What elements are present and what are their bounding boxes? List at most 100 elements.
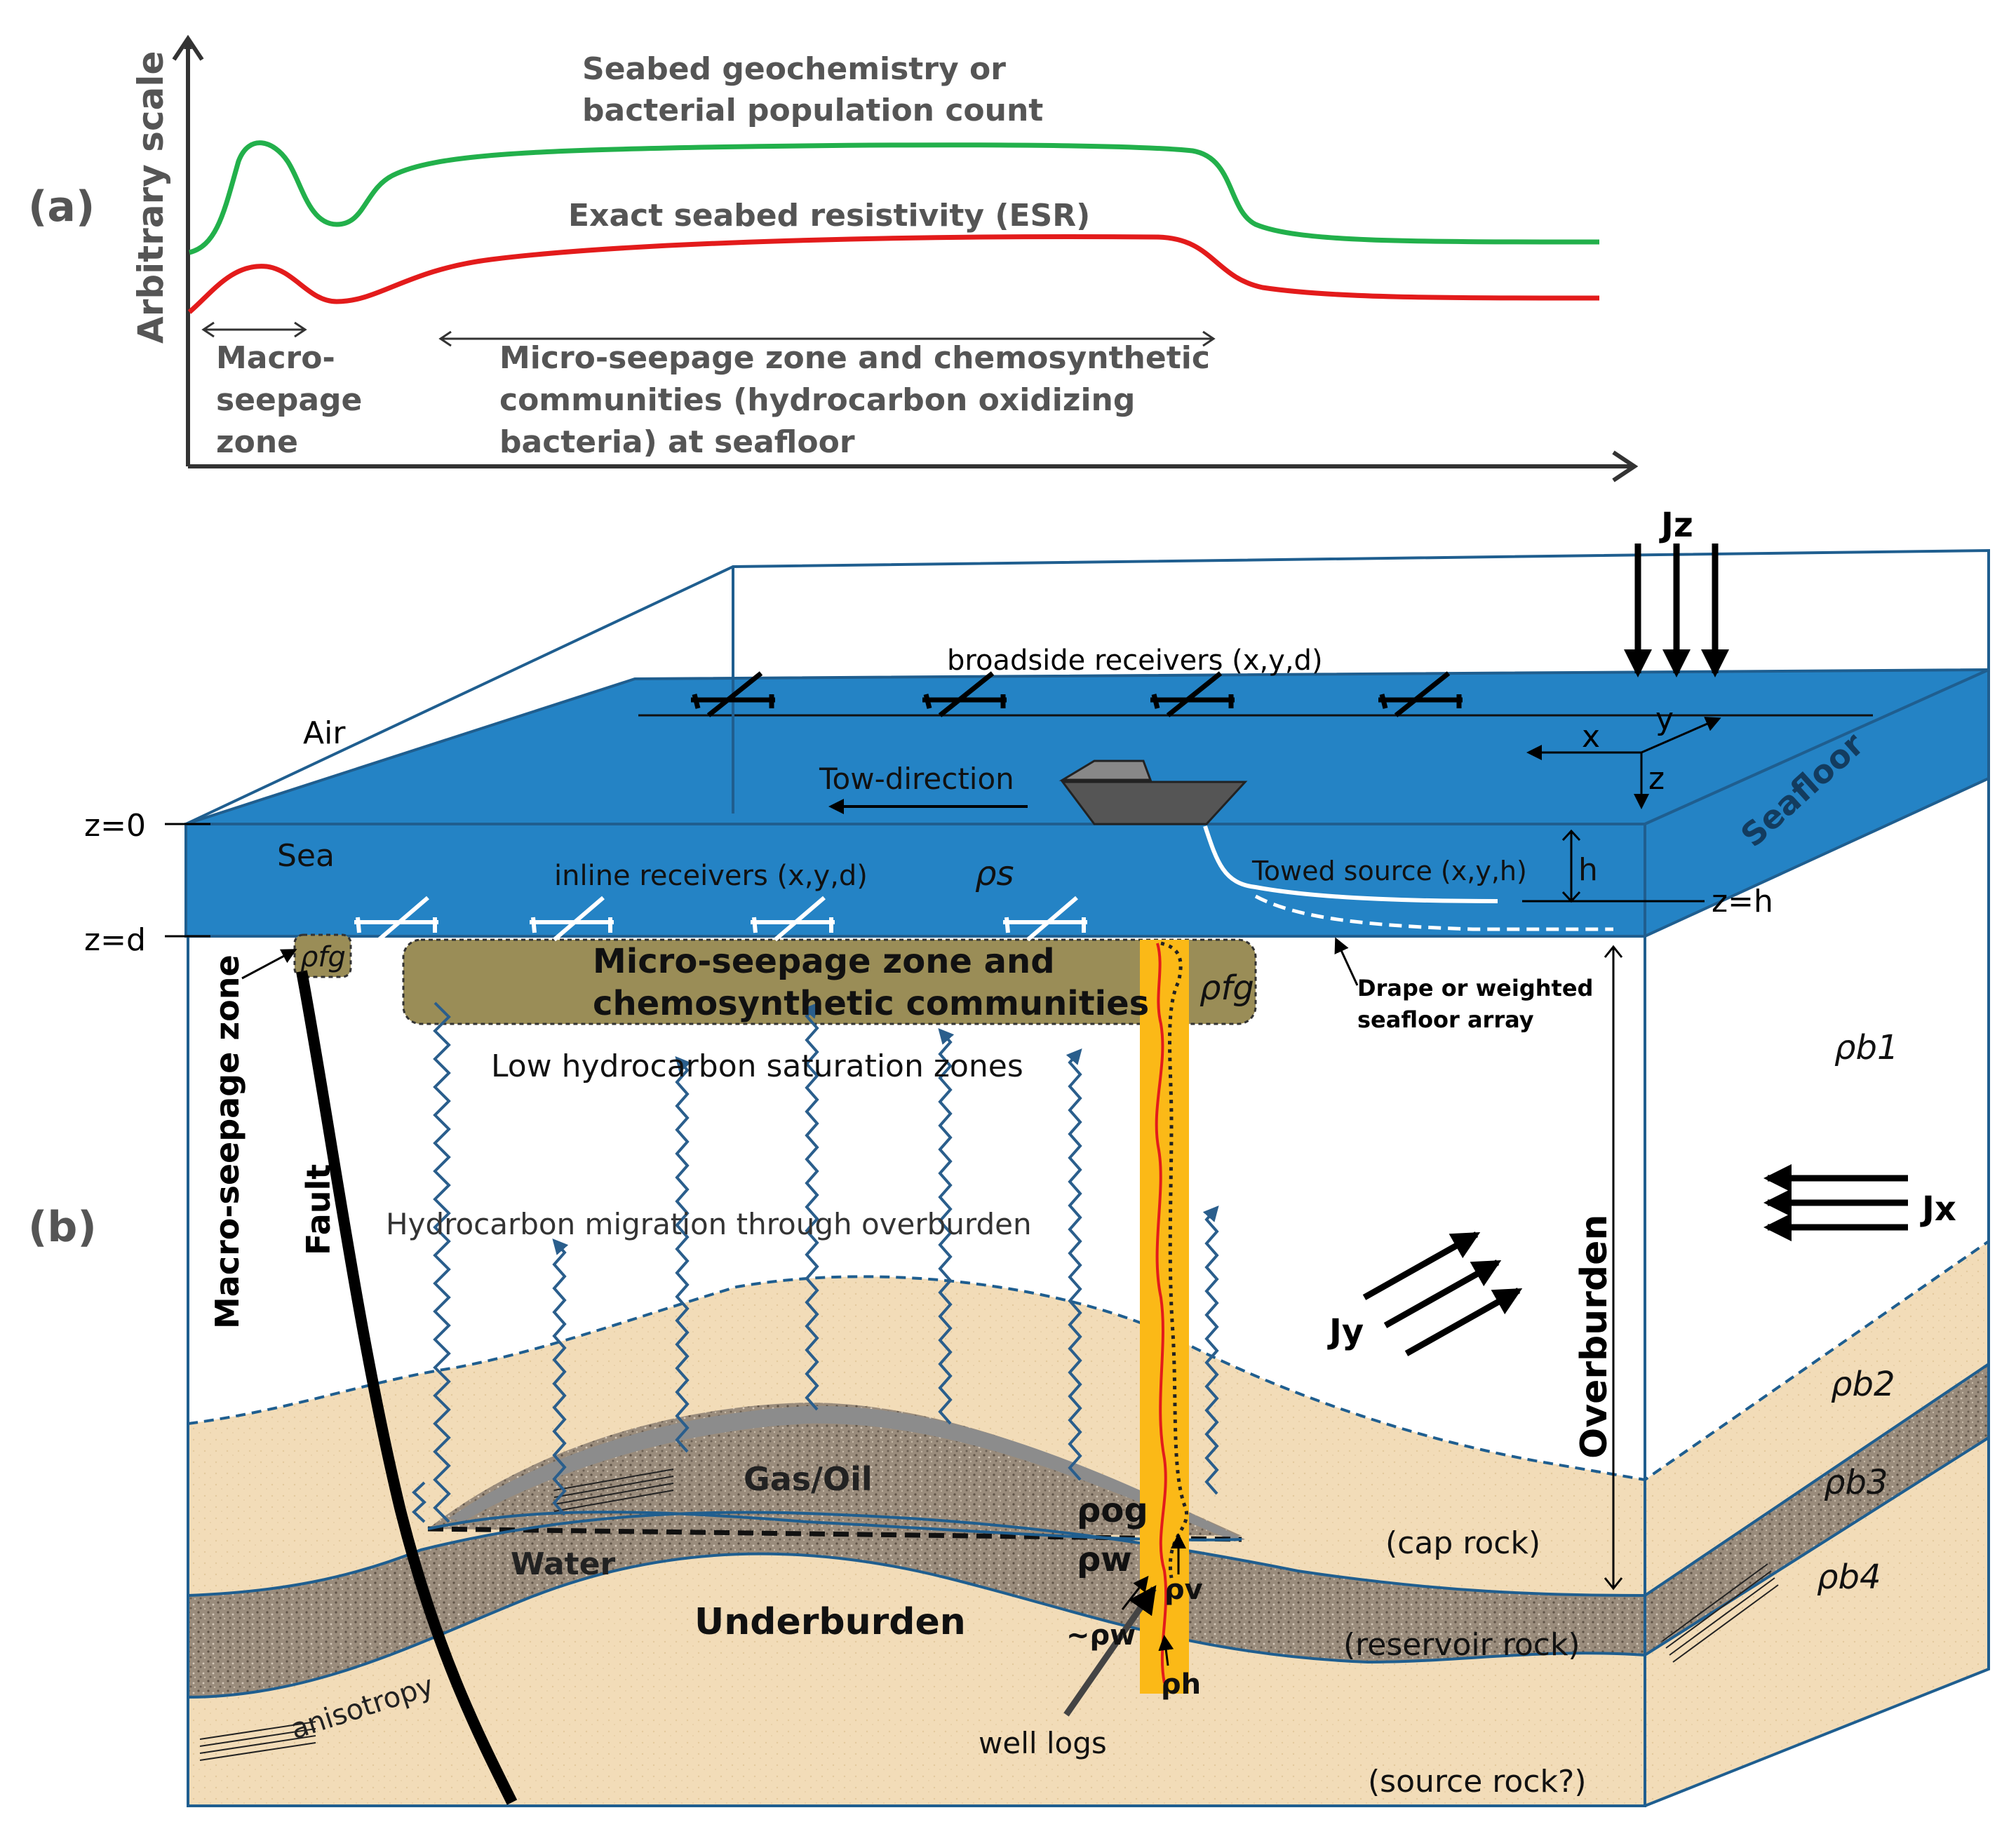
z0-label: z=0 [84,808,146,844]
rho-h-label: ρh [1161,1668,1201,1701]
rho-fg-pointer [241,949,297,980]
micro-zone-label-1: Micro-seepage zone and [593,942,1055,981]
broadside-receiver [922,671,1007,717]
axis-z-label: z [1648,761,1665,797]
panel-a-y-arrowhead [172,34,204,61]
green-curve-label-2: bacterial population count [582,93,1043,128]
reservoir-layer [188,1512,1645,1697]
migration-label: Hydrocarbon migration through overburden [386,1207,1032,1241]
green-curve [188,140,1600,255]
panel-a: (a) Arbitrary scale Seabed geochemistry … [28,34,1639,482]
inline-receiver [1003,896,1087,942]
tow-direction-label: Tow-direction [819,762,1014,796]
rho-fg-left-label: ρfg [300,941,346,973]
air-label: Air [303,715,346,751]
inline-label: inline receivers (x,y,d) [554,860,868,892]
zd-label: z=d [84,922,146,958]
well-logs-label: well logs [979,1726,1107,1760]
rho-og-label: ρog [1077,1491,1148,1530]
rho-fg-right-label: ρfg [1199,969,1254,1008]
sea-front [184,823,1646,938]
reservoir-rock-label: (reservoir rock) [1343,1627,1580,1663]
jy-label: Jy [1327,1312,1364,1351]
reservoir-layer-side [1645,1364,1989,1655]
migration-path [552,1239,569,1516]
well-log-red [1155,943,1168,1684]
fault-line [296,970,518,1805]
axis-x-label: x [1582,719,1600,755]
drape-array [1254,894,1613,931]
sea-side [1644,667,1990,939]
broadside-label: broadside receivers (x,y,d) [947,644,1323,677]
panel-a-label: (a) [28,182,95,231]
micro-label-1: Micro-seepage zone and chemosynthetic [499,340,1210,376]
rho-b2-label: ρb2 [1831,1365,1895,1404]
drape-label-2: seafloor array [1357,1006,1534,1033]
panel-b: (b) [28,506,1990,1807]
migration-path [1202,1206,1219,1495]
source-rock-label: (source rock?) [1368,1764,1587,1800]
fault-label: Fault [300,1164,337,1255]
reservoir-bottom-boundary [187,1436,1990,1699]
micro-label-3: bacteria) at seafloor [499,424,855,460]
jx-arrows [1763,1164,1908,1241]
drape-pointer [1334,937,1359,986]
migration-path [1066,1048,1082,1481]
jz-label: Jz [1659,506,1693,545]
panel-a-x-arrowhead [1612,450,1639,482]
lamination-marks [199,1469,1779,1761]
dome-top-boundary [427,1511,1242,1541]
broadside-receiver [691,671,775,717]
rho-b1-label: ρb1 [1834,1028,1898,1067]
box-right-outline [1644,778,1990,1807]
broadside-receiver [1150,671,1235,717]
panel-a-y-axis-label: Arbitrary scale [130,51,171,344]
broadside-receivers [691,671,1463,717]
green-curve-label-1: Seabed geochemistry or [582,51,1006,87]
micro-seepage-zone-box [402,938,1257,1025]
rho-w-label: ρw [1077,1540,1132,1579]
well-logs-pointer [1063,1585,1157,1717]
zh-label: z=h [1712,884,1773,919]
rho-s-label: ρs [975,854,1014,893]
inline-receiver [354,896,438,942]
rho-w-pointer [1121,1575,1149,1610]
migration-path [433,1001,451,1523]
migration-paths [412,1001,1219,1523]
inline-receiver [530,896,614,942]
macro-label-1: Macro- [216,340,335,376]
box-front-outline [187,936,1646,1807]
rho-b3-label: ρb3 [1824,1463,1888,1502]
gas-oil-label: Gas/Oil [744,1460,873,1498]
broadside-receiver [1378,671,1463,717]
coordinate-axes [1526,717,1721,809]
rho-h-pointer [1158,1635,1174,1666]
macro-label-2: seepage [216,382,362,418]
migration-path [675,1056,692,1453]
red-curve-label: Exact seabed resistivity (ESR) [568,198,1090,234]
gas-cap-gray [449,1405,1245,1541]
migration-path [802,1002,819,1411]
box-back-top [185,548,1990,825]
migration-path [938,1028,955,1425]
macro-zone-label: Macro-seepage zone [208,954,246,1329]
red-curve [187,234,1600,314]
rho-v-label: ρv [1164,1574,1203,1606]
migration-path [412,1481,426,1523]
jy-arrows [1362,1231,1523,1356]
axis-y-label: y [1655,701,1674,737]
micro-label-2: communities (hydrocarbon oxidizing [499,382,1135,418]
micro-zone-label-2: chemosynthetic communities [593,984,1149,1023]
low-hc-label: Low hydrocarbon saturation zones [491,1048,1023,1084]
overburden-label: Overburden [1573,1215,1615,1459]
inline-receivers [354,896,1087,942]
h-label: h [1578,852,1598,888]
panel-b-label: (b) [28,1203,97,1252]
reservoir-top-boundary [187,1363,1990,1598]
underburden-label: Underburden [694,1601,966,1643]
tow-cable [1203,825,1498,903]
jx-label: Jx [1920,1189,1956,1229]
tow-vessel [1059,760,1248,825]
caprock-top-boundary [187,1240,1990,1482]
